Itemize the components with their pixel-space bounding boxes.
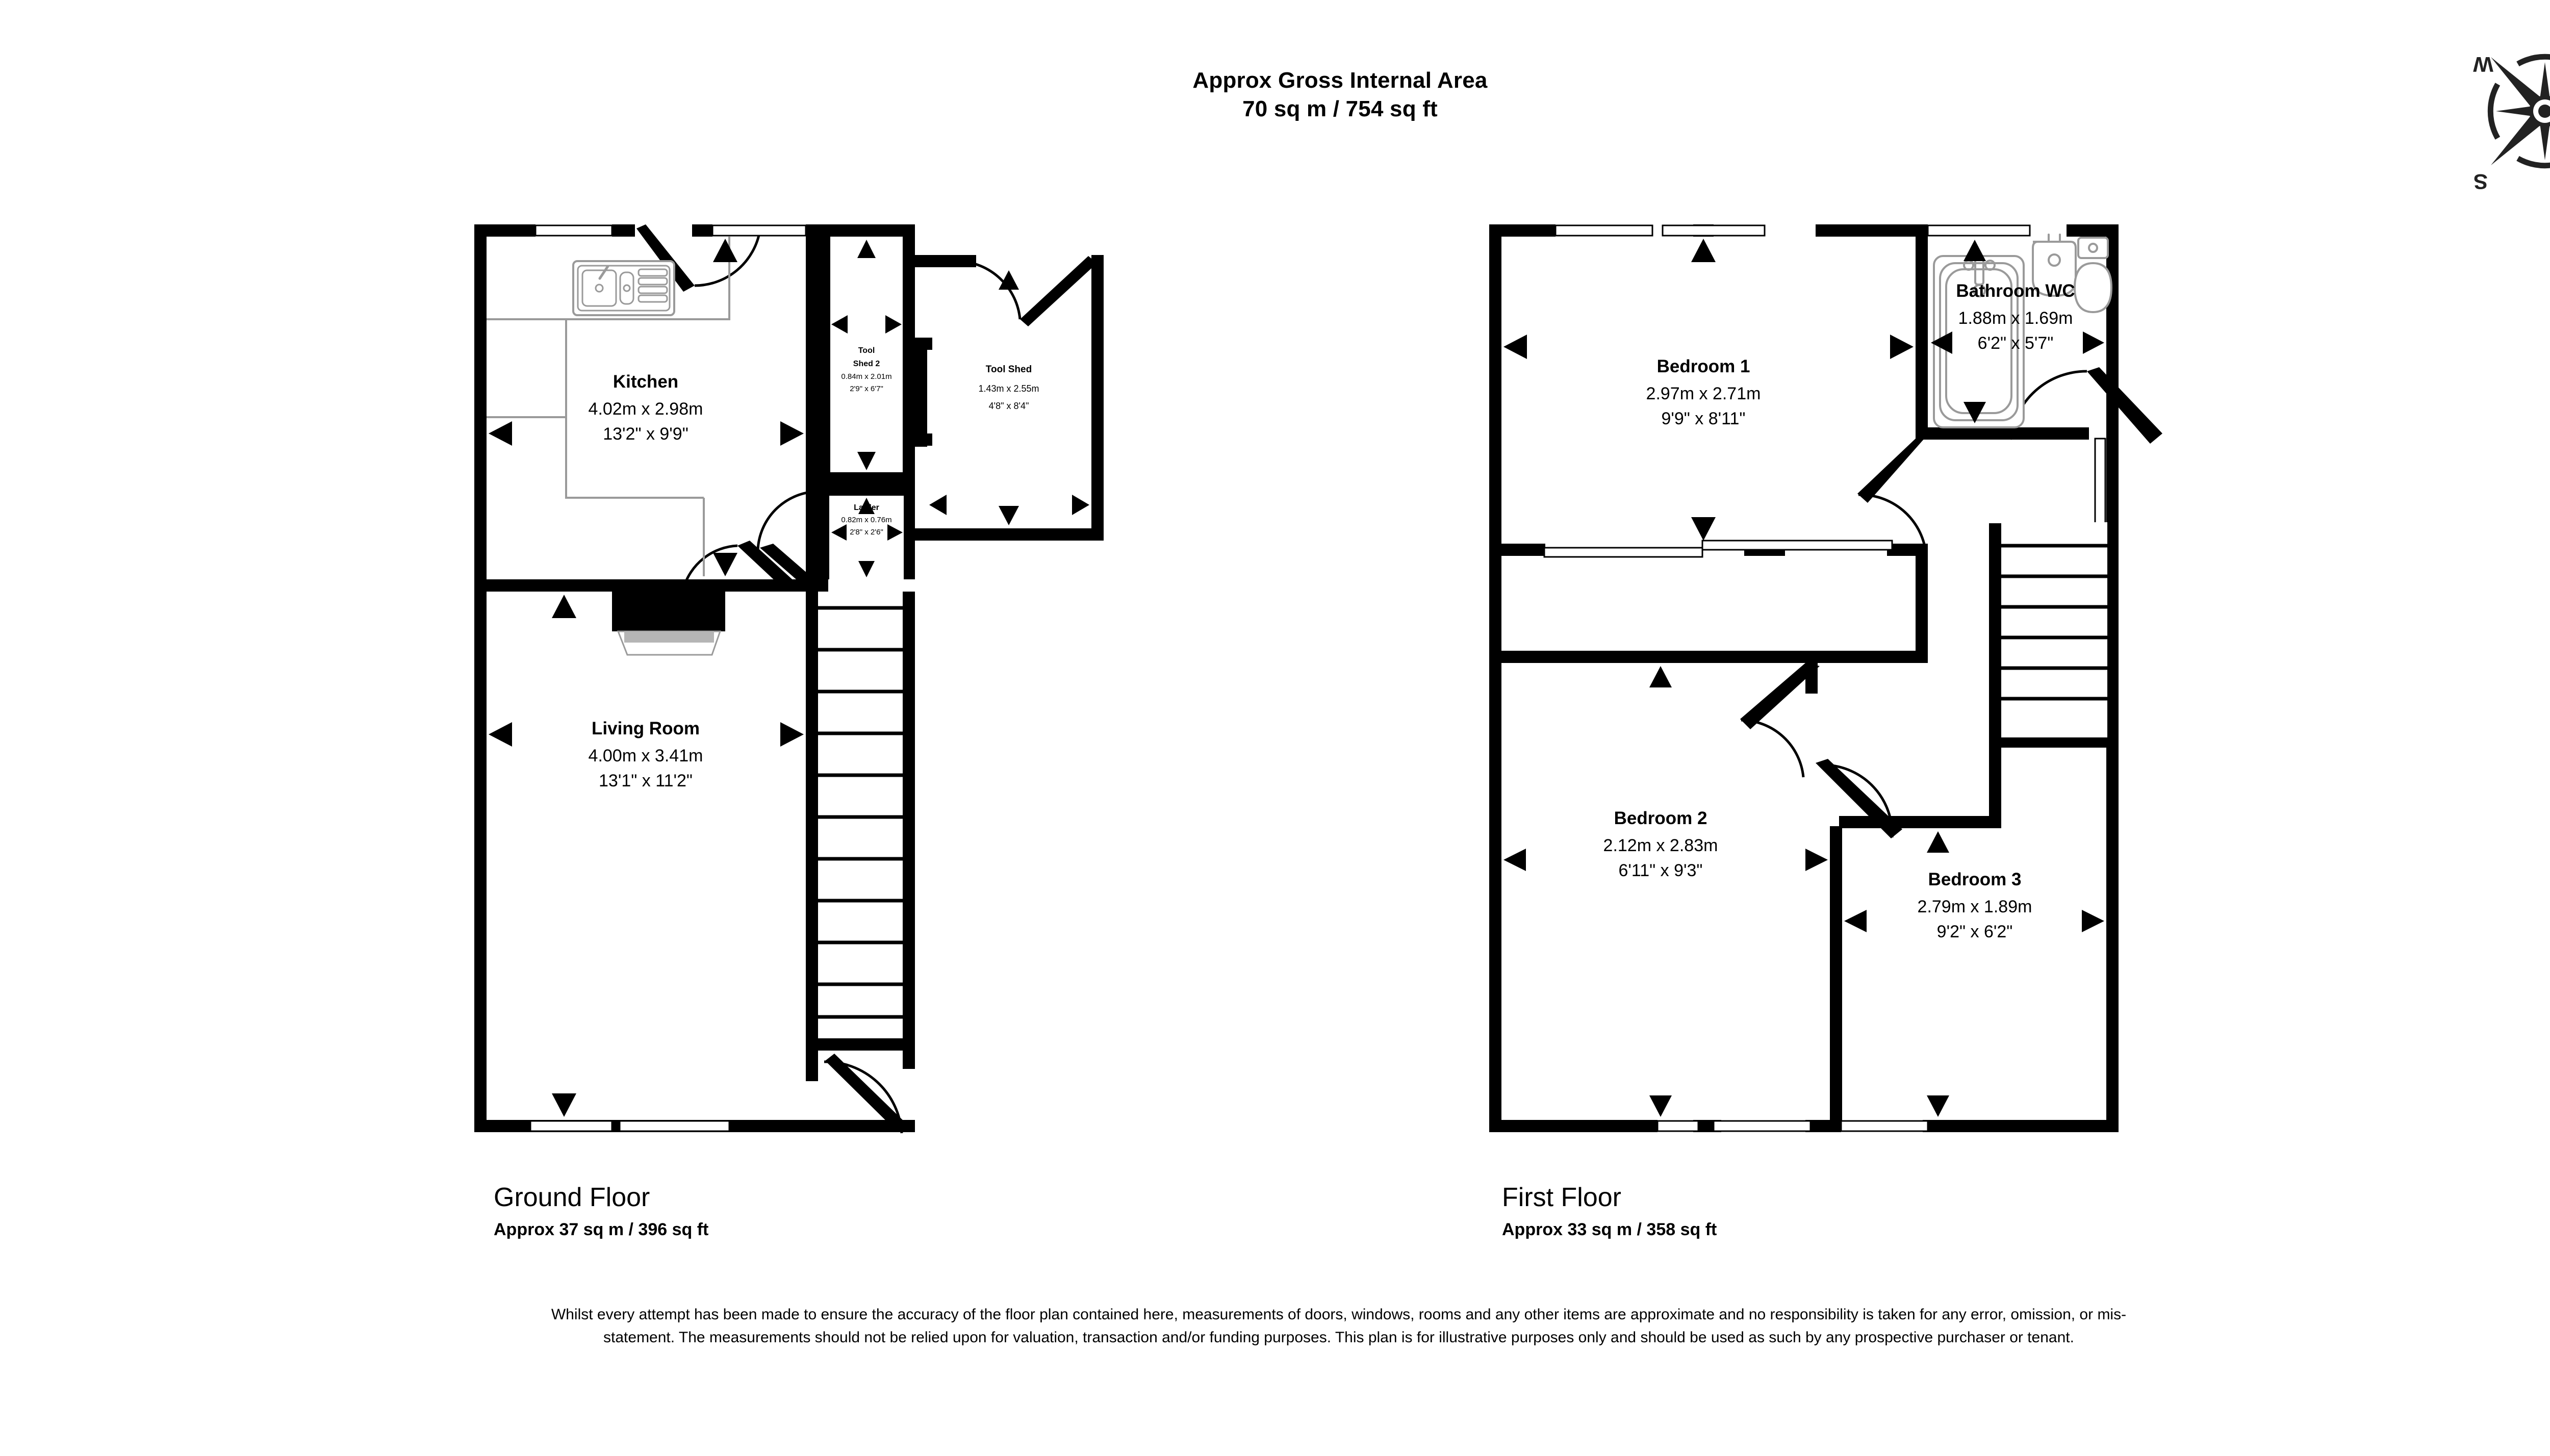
ground-floor-windows [529,224,807,1132]
room-dim-metric-bedroom-1: 2.97m x 2.71m [1646,384,1761,403]
window-bedroom1-top-2 [1662,224,1766,237]
first-floor-title: First Floor [1502,1183,1621,1212]
washbasin-icon [2032,234,2077,297]
room-dim-imperial-living-room: 13'1" x 11'2" [599,771,693,790]
ground-floor-caption: Ground Floor Approx 37 sq m / 396 sq ft [494,1183,708,1240]
room-label-bedroom-3: Bedroom 3 [1928,870,2022,889]
bedroom-1-door-swing [1858,493,1927,552]
bedroom-1-walls [1489,224,1928,663]
toilet-icon [2073,237,2113,314]
window-bedroom2-bottom-1 [1656,1120,1699,1132]
room-dim-imperial-kitchen: 13'2" x 9'9" [603,424,688,444]
front-door-leaf [825,1054,906,1132]
bathtub-icon [1933,255,2025,428]
bathroom-walls [1916,224,2089,440]
room-dim-metric-tool-shed: 1.43m x 2.55m [978,384,1039,394]
room-dim-imperial-bedroom-1: 9'9" x 8'11" [1661,409,1745,428]
room-dim-metric-bedroom-2: 2.12m x 2.83m [1603,836,1718,855]
room-dim-metric-living-room: 4.00m x 3.41m [589,746,703,765]
back-door-swing [694,230,761,287]
tool-shed-door-swing [958,260,1022,320]
kitchen-worktop-outline [487,237,730,576]
first-floor-caption: First Floor Approx 33 sq m / 358 sq ft [1502,1183,1717,1240]
window-landing-2 [1701,540,1893,551]
bedroom-2-door-swing [1741,719,1805,778]
bedroom-3-door-swing [1825,763,1894,838]
room-dim-imperial-tool-shed: 4'8" x 8'4" [989,401,1029,411]
window-bedroom2-bottom-2 [1713,1120,1812,1132]
room-label-bedroom-2: Bedroom 2 [1614,808,1707,828]
tool-shed-2-walls [818,224,932,484]
first-floor-area: Approx 33 sq m / 358 sq ft [1502,1220,1717,1240]
window-kitchen-top-1 [534,224,613,237]
larder-door-leaf [760,544,819,590]
window-bedroom3-bottom [1840,1120,1929,1132]
window-living-bottom-2 [619,1120,730,1132]
page-title: Approx Gross Internal Area 70 sq m / 754… [0,66,2550,124]
gross-internal-area-value: 70 sq m / 754 sq ft [1242,96,1438,122]
room-label-living-room: Living Room [592,719,700,738]
room-label-larder: Larder [854,503,879,512]
room-label-tool-shed-2-line1: Tool [858,346,875,355]
kitchen-door-leaf [737,541,796,590]
room-dim-metric-bathroom-wc: 1.88m x 1.69m [1958,309,2073,328]
room-dim-imperial-tool-shed-2: 2'9" x 6'7" [850,385,883,393]
compass-south-label: S [2474,170,2488,194]
room-dim-metric-kitchen: 4.02m x 2.98m [589,399,703,419]
first-floor-room-labels: Bedroom 1 2.97m x 2.71m 9'9" x 8'11" Bat… [1603,281,2075,941]
room-dim-metric-larder: 0.82m x 0.76m [841,516,891,524]
window-bedroom1-top-1 [1554,224,1653,237]
staircase-icon [818,592,903,1038]
room-dim-metric-tool-shed-2: 0.84m x 2.01m [841,372,891,381]
disclaimer-text: Whilst every attempt has been made to en… [551,1306,2127,1346]
room-label-bedroom-1: Bedroom 1 [1657,356,1750,376]
window-landing-right [2094,438,2106,531]
gross-internal-area-label: Approx Gross Internal Area [1192,68,1488,93]
tool-shed-walls [915,255,1104,541]
ground-floor-plan: Kitchen 4.02m x 2.98m 13'2" x 9'9" Livin… [474,224,1104,1134]
first-floor-plan: Bedroom 1 2.97m x 2.71m 9'9" x 8'11" Bat… [1489,224,2162,1132]
room-label-tool-shed-2-line2: Shed 2 [853,360,880,368]
room-dim-imperial-bedroom-2: 6'11" x 9'3" [1618,861,1702,880]
larder-door-swing [756,490,815,550]
dimension-arrows [489,239,1089,1117]
room-label-kitchen: Kitchen [613,372,678,392]
room-label-tool-shed: Tool Shed [986,364,1032,375]
room-dim-imperial-bedroom-3: 9'2" x 6'2" [1937,922,2013,941]
compass-rose-icon: N E S W [2473,53,2550,194]
ground-floor-room-labels: Kitchen 4.02m x 2.98m 13'2" x 9'9" Livin… [589,346,1039,790]
staircase-icon [1989,522,2107,737]
kitchen-sink-icon [572,260,675,316]
window-bathroom-top [1927,224,2031,237]
ground-floor-title: Ground Floor [494,1183,650,1212]
larder-walls [818,484,915,579]
window-living-bottom-1 [529,1120,613,1132]
room-dim-metric-bedroom-3: 2.79m x 1.89m [1918,897,2032,916]
room-label-bathroom-wc: Bathroom WC [1956,281,2075,301]
ground-floor-area: Approx 37 sq m / 396 sq ft [494,1220,709,1240]
fireplace-icon [612,592,725,656]
dimension-arrows [1503,239,2104,1117]
compass-west-label: W [2473,53,2493,76]
room-dim-imperial-bathroom-wc: 6'2" x 5'7" [1978,334,2054,353]
back-door-leaf-left [636,224,695,292]
ground-floor-walls [474,224,915,1132]
first-floor-windows [1543,224,2106,1132]
window-kitchen-top-2 [711,224,807,237]
room-dim-imperial-larder: 2'8" x 2'6" [850,528,883,537]
first-floor-walls [1489,224,2119,1132]
window-landing-1 [1543,547,1703,558]
